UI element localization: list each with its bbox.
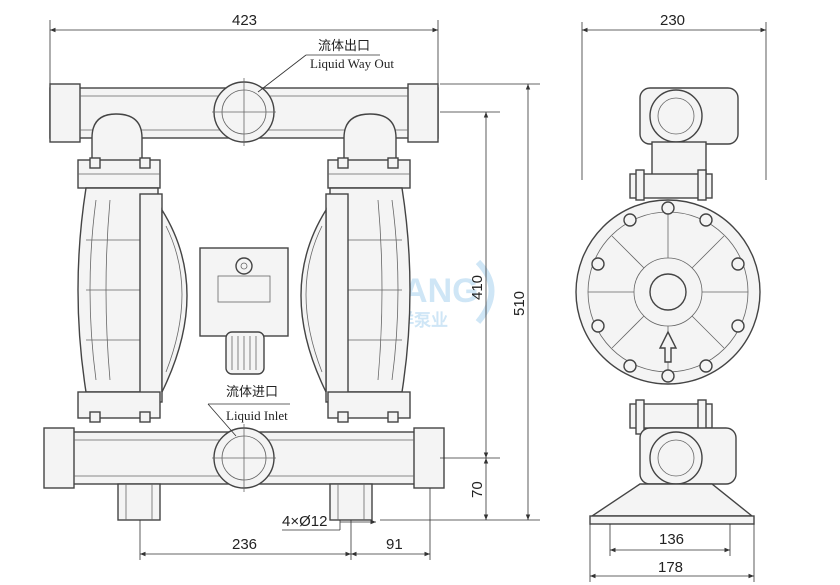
- side-housing-bolts: [591, 201, 745, 383]
- dim-70: 70: [469, 481, 486, 498]
- inlet-label-en: Liquid Inlet: [226, 408, 288, 423]
- bottom-manifold-right-cap: [413, 427, 445, 489]
- outlet-callout: 流体出口 Liquid Way Out: [257, 38, 394, 93]
- dim-91: 91: [386, 536, 403, 553]
- dim-410: 410: [469, 275, 486, 300]
- right-diaphragm: [300, 207, 327, 393]
- dim-178: 178: [658, 559, 683, 576]
- bottom-manifold-left-cap: [43, 427, 75, 489]
- left-diaphragm: [161, 207, 188, 393]
- side-outlet-neck: [651, 141, 707, 177]
- side-flow-arrow-icon: [658, 330, 678, 363]
- dim-510: 510: [511, 291, 528, 316]
- left-elbow: [91, 113, 143, 163]
- dim-423: 423: [232, 12, 257, 29]
- watermark-swoosh-icon: [475, 259, 495, 324]
- side-base-plate: [589, 515, 755, 525]
- top-manifold-left-cap: [49, 83, 81, 143]
- muffler: [225, 331, 265, 375]
- inlet-label-cn: 流体进口: [226, 384, 278, 399]
- right-clamp: [325, 193, 349, 403]
- side-dimensions: 230 136 178: [581, 12, 767, 582]
- right-elbow: [343, 113, 397, 163]
- side-view: [575, 87, 761, 525]
- holes-label: 4×Ø12: [282, 513, 327, 530]
- air-valve: [235, 257, 253, 275]
- right-foot: [329, 483, 373, 521]
- dim-136: 136: [659, 531, 684, 548]
- front-view: [43, 78, 445, 521]
- bolts: [89, 157, 399, 423]
- left-foot: [117, 483, 161, 521]
- outlet-label-cn: 流体出口: [318, 38, 370, 53]
- inlet-callout: 流体进口 Liquid Inlet: [207, 384, 290, 437]
- side-base: [589, 483, 754, 517]
- left-clamp: [139, 193, 163, 403]
- front-dimensions: 423 410 510 70 236 91 4×Ø12: [49, 12, 540, 560]
- outlet-label-en: Liquid Way Out: [310, 56, 394, 71]
- dim-230: 230: [660, 12, 685, 29]
- side-hub: [649, 273, 687, 311]
- dim-236: 236: [232, 536, 257, 553]
- top-manifold-right-cap: [407, 83, 439, 143]
